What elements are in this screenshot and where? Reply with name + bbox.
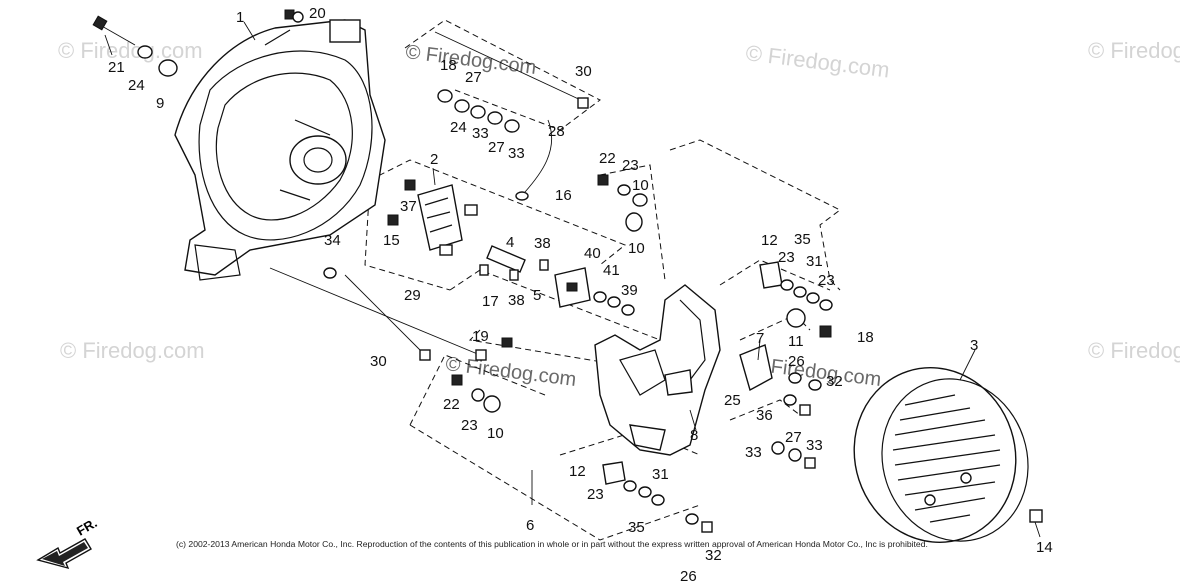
- callout-21: 21: [108, 59, 125, 76]
- callout-30a: 30: [575, 63, 592, 80]
- callout-33d: 33: [806, 437, 823, 454]
- callout-29: 29: [404, 287, 421, 304]
- regulator-assembly: [479, 245, 635, 348]
- fan-cover: [853, 367, 1043, 543]
- callout-26b: 26: [680, 568, 697, 585]
- watermark-text: © Firedog.com: [58, 38, 203, 63]
- assembly-boundaries: [364, 19, 841, 541]
- stator-plate: [594, 284, 721, 456]
- callout-18a: 18: [440, 57, 457, 74]
- stator-fasteners: [451, 174, 833, 533]
- callout-38a: 38: [534, 235, 551, 252]
- front-direction-label: FR.: [74, 515, 100, 538]
- leader-lines: [104, 21, 1041, 538]
- watermark-text: © Firedog.com: [1088, 338, 1180, 363]
- callout-27c: 27: [785, 429, 802, 446]
- callout-36: 36: [756, 407, 773, 424]
- callout-23d: 23: [461, 417, 478, 434]
- callout-3: 3: [970, 337, 978, 354]
- callout-7: 7: [756, 330, 764, 347]
- callout-labels: 1 2 3 4 5 6 7 8 9 10 10 10 11 12 12 14 1…: [108, 5, 1053, 585]
- callout-22a: 22: [599, 150, 616, 167]
- callout-39: 39: [621, 282, 638, 299]
- callout-40: 40: [584, 245, 601, 262]
- callout-38b: 38: [508, 292, 525, 309]
- callout-32a: 32: [826, 373, 843, 390]
- callout-31a: 31: [806, 253, 823, 270]
- callout-34: 34: [324, 232, 341, 249]
- callout-25: 25: [724, 392, 741, 409]
- callout-30b: 30: [370, 353, 387, 370]
- callout-35a: 35: [794, 231, 811, 248]
- watermark-text: © Firedog.com: [1088, 38, 1180, 63]
- callout-23e: 23: [587, 486, 604, 503]
- callout-2: 2: [430, 151, 438, 168]
- callout-20: 20: [309, 5, 326, 22]
- copyright-notice: (c) 2002-2013 American Honda Motor Co., …: [176, 539, 928, 549]
- callout-18b: 18: [857, 329, 874, 346]
- callout-4: 4: [506, 234, 514, 251]
- callout-32b: 32: [705, 547, 722, 564]
- callout-33b: 33: [508, 145, 525, 162]
- callout-24b: 24: [450, 119, 467, 136]
- callout-23b: 23: [778, 249, 795, 266]
- callout-5: 5: [533, 287, 541, 304]
- watermark-text: © Firedog.com: [744, 40, 891, 82]
- callout-33c: 33: [745, 444, 762, 461]
- callout-16: 16: [555, 187, 572, 204]
- watermark-text: © Firedog.com: [60, 338, 205, 363]
- callout-41: 41: [603, 262, 620, 279]
- callout-15: 15: [383, 232, 400, 249]
- housing-fasteners: [92, 9, 589, 361]
- front-direction-indicator: FR.: [36, 515, 100, 570]
- callout-9: 9: [156, 95, 164, 112]
- callout-24a: 24: [128, 77, 145, 94]
- callout-27b: 27: [488, 139, 505, 156]
- callout-27a: 27: [465, 69, 482, 86]
- callout-10c: 10: [487, 425, 504, 442]
- callout-23a: 23: [622, 157, 639, 174]
- callout-10a: 10: [632, 177, 649, 194]
- callout-14: 14: [1036, 539, 1053, 556]
- callout-10b: 10: [628, 240, 645, 257]
- cover-louvers: [892, 394, 1001, 523]
- callout-26a: 26: [788, 353, 805, 370]
- callout-37: 37: [400, 198, 417, 215]
- callout-23c: 23: [818, 272, 835, 289]
- callout-35b: 35: [628, 519, 645, 536]
- terminal-board-assembly: [387, 179, 478, 256]
- callout-19: 19: [472, 328, 489, 345]
- callout-12a: 12: [761, 232, 778, 249]
- callout-31b: 31: [652, 466, 669, 483]
- callout-6: 6: [526, 517, 534, 534]
- fan-housing: [174, 19, 386, 281]
- callout-11: 11: [788, 333, 804, 350]
- callout-22b: 22: [443, 396, 460, 413]
- callout-12b: 12: [569, 463, 586, 480]
- callout-33a: 33: [472, 125, 489, 142]
- callout-1: 1: [236, 9, 244, 26]
- callout-17: 17: [482, 293, 499, 310]
- watermark-text: © Firedog.com: [444, 353, 577, 391]
- callout-28: 28: [548, 123, 565, 140]
- callout-8: 8: [690, 427, 698, 444]
